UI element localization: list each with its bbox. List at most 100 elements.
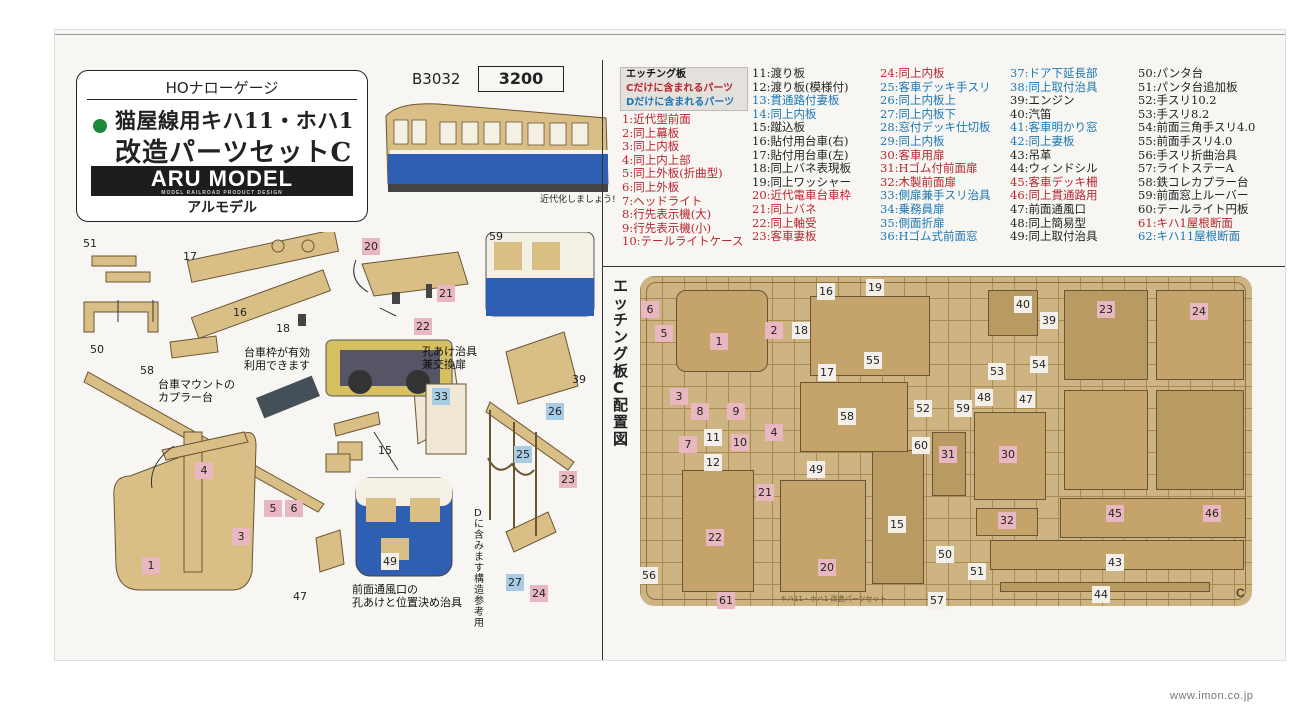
board-tag-2: 2 — [765, 322, 783, 339]
board-tag-56: 56 — [640, 567, 658, 584]
parts-list-item: 33:側扉兼手スリ治具 — [880, 188, 991, 203]
parts-list-item: 16:貼付用台車(右) — [752, 133, 849, 148]
price: 3200 — [478, 66, 564, 92]
tag-21: 21 — [437, 285, 455, 302]
parts-list-item: 53:手スリ8.2 — [1138, 106, 1210, 121]
product-title-line2: 改造パーツセットC — [115, 138, 353, 168]
board-tag-6: 6 — [641, 301, 659, 318]
board-part-1 — [676, 290, 768, 372]
tag-49: 49 — [381, 553, 399, 570]
board-caption: キハ11・ホハ1 改造パーツセット — [780, 595, 887, 603]
label-16: 16 — [233, 306, 247, 319]
board-title: エッチング板C配置図 — [613, 277, 629, 448]
tag-20: 20 — [362, 238, 380, 255]
parts-list-item: 34:乗務員扉 — [880, 201, 945, 216]
parts-list-item: 15:蹴込板 — [752, 120, 806, 135]
note-coupler-mount: 台車マウントの — [158, 378, 235, 391]
legend-title: エッチング板 — [626, 69, 686, 80]
board-tag-18: 18 — [792, 322, 810, 339]
parts-list-item: 61:キハ1屋根断面 — [1138, 215, 1233, 230]
parts-list-item: 55:前面手スリ4.0 — [1138, 133, 1233, 148]
parts-list-item: 31:Hゴム付前面扉 — [880, 161, 978, 176]
parts-list-item: 22:同上軸受 — [752, 215, 817, 230]
tag-26: 26 — [546, 403, 564, 420]
board-part-41 — [1064, 390, 1148, 490]
board-part-42 — [1156, 390, 1244, 490]
label-17: 17 — [183, 250, 197, 263]
tag-33: 33 — [432, 388, 450, 405]
parts-list-item: 11:渡り板 — [752, 66, 806, 80]
board-tag-61: 61 — [717, 592, 735, 609]
board-tag-31: 31 — [939, 446, 957, 463]
scale-rule — [87, 99, 357, 100]
label-39: 39 — [572, 373, 586, 386]
divider-horizontal — [602, 266, 1285, 267]
tag-5: 5 — [264, 500, 282, 517]
parts-list-item: 1:近代型前面 — [622, 112, 691, 126]
parts-list-item: 19:同上ワッシャー — [752, 174, 852, 189]
parts-list-item: 25:客車デッキ手スリ — [880, 79, 991, 94]
note-hole-jig: 孔あけ治具 — [422, 345, 477, 358]
parts-list-item: 30:客車用扉 — [880, 147, 945, 162]
board-tag-32: 32 — [998, 512, 1016, 529]
parts-list-item: 23:客車妻板 — [752, 229, 817, 244]
parts-list-item: 38:同上取付治具 — [1010, 79, 1098, 94]
board-tag-50: 50 — [936, 546, 954, 563]
board-tag-7: 7 — [679, 436, 697, 453]
board-tag-40: 40 — [1014, 296, 1032, 313]
parts-list-item: 8:行先表示機(大) — [622, 207, 712, 222]
board-tag-39: 39 — [1040, 312, 1058, 329]
label-15: 15 — [378, 444, 392, 457]
tag-6: 6 — [285, 500, 303, 517]
parts-list-item: 47:前面通風口 — [1010, 201, 1087, 216]
board-tag-46: 46 — [1203, 505, 1221, 522]
board-tag-20: 20 — [818, 559, 836, 576]
parts-list-item: 52:手スリ10.2 — [1138, 93, 1217, 108]
board-tag-53: 53 — [988, 363, 1006, 380]
parts-list-item: 18:同上バネ表現板 — [752, 161, 852, 176]
board-tag-8: 8 — [691, 403, 709, 420]
parts-list-item: 14:同上内板 — [752, 106, 817, 121]
board-tag-43: 43 — [1106, 554, 1124, 571]
scale-label: HOナローゲージ — [165, 79, 279, 97]
site-url: www.imon.co.jp — [1170, 690, 1254, 702]
label-58: 58 — [140, 364, 154, 377]
label-59: 59 — [489, 230, 503, 243]
tag-25: 25 — [514, 446, 532, 463]
board-tag-55: 55 — [864, 352, 882, 369]
caption-modernize: 近代化しましょう! — [540, 195, 616, 205]
label-47: 47 — [293, 590, 307, 603]
parts-list-item: 13:貫通路付妻板 — [752, 93, 840, 108]
board-tag-44: 44 — [1092, 586, 1110, 603]
product-code: B3032 — [412, 70, 461, 88]
tag-23: 23 — [559, 471, 577, 488]
board-tag-51: 51 — [968, 563, 986, 580]
board-tag-9: 9 — [727, 403, 745, 420]
product-title-line1: 猫屋線用キハ11・ホハ1 — [115, 108, 354, 133]
parts-list-item: 28:窓付デッキ仕切板 — [880, 120, 991, 135]
parts-list-item: 45:客車デッキ柵 — [1010, 174, 1098, 189]
parts-list-item: 39:エンジン — [1010, 93, 1075, 108]
parts-list-item: 32:木製前面扉 — [880, 174, 957, 189]
green-dot-icon — [93, 119, 107, 133]
legend-d-only: Dだけに含まれるパーツ — [626, 97, 735, 108]
board-tag-60: 60 — [912, 437, 930, 454]
board-tag-23: 23 — [1097, 301, 1115, 318]
label-18: 18 — [276, 322, 290, 335]
board-tag-45: 45 — [1106, 505, 1124, 522]
parts-list-item: 12:渡り板(模様付) — [752, 79, 849, 94]
board-tag-21: 21 — [756, 484, 774, 501]
board-part-31 — [932, 432, 966, 496]
parts-list-item: 42:同上妻板 — [1010, 133, 1075, 148]
parts-list-item: 5:同上外板(折曲型) — [622, 166, 723, 181]
parts-list-item: 27:同上内板下 — [880, 106, 957, 121]
parts-list-item: 26:同上内板上 — [880, 93, 957, 108]
board-tag-19: 19 — [866, 279, 884, 296]
parts-list-item: 51:パンタ台追加板 — [1138, 79, 1238, 94]
board-tag-10: 10 — [731, 434, 749, 451]
parts-exploded-diagram — [83, 232, 595, 591]
tag-4: 4 — [195, 462, 213, 479]
